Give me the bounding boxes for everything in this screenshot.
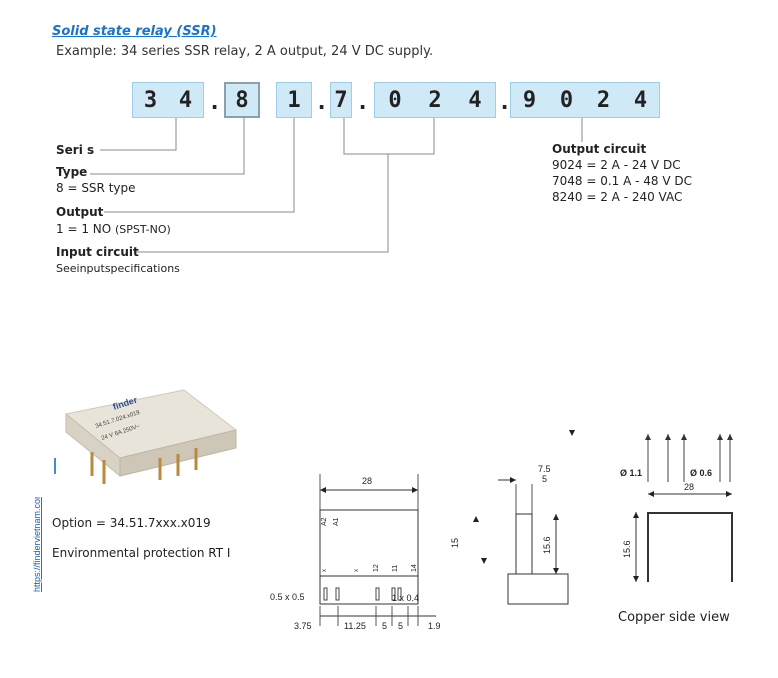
- series-label: Seri s: [56, 143, 95, 157]
- code-digit: 4: [633, 87, 648, 113]
- code-digit: 4: [178, 87, 193, 113]
- output-circuit-row: 9024 = 2 A - 24 V DC: [552, 158, 681, 172]
- section-title[interactable]: Solid state relay (SSR): [52, 24, 217, 39]
- code-input-box-2: 0 2 4: [374, 82, 496, 118]
- pin-14: 14: [411, 564, 418, 572]
- dim-1-9: 1.9: [428, 621, 441, 631]
- output-value-main: 1 = 1 NO: [56, 222, 116, 236]
- code-digit: 2: [596, 87, 611, 113]
- code-dot: .: [498, 90, 512, 115]
- type-label: Type: [56, 165, 88, 179]
- copper-dim-28: 28: [684, 482, 694, 492]
- type-value: 8 = SSR type: [56, 181, 136, 195]
- side-dim-15-6: 15.6: [542, 536, 552, 554]
- output-label: Output: [56, 205, 104, 219]
- environment-text: Environmental protection RT I: [52, 546, 231, 560]
- output-value: 1 = 1 NO (SPST-NO): [56, 222, 171, 236]
- leader-lines: [90, 118, 583, 253]
- code-digit: 4: [468, 87, 482, 113]
- pin-a1: A1: [333, 517, 340, 526]
- dim-5b: 5: [398, 621, 403, 631]
- pin-a2: A2: [321, 517, 328, 526]
- copper-dim-1-1: Ø 1.1: [620, 468, 642, 478]
- input-circuit-value: Seeinputspecifications: [56, 262, 180, 275]
- pin-12: 12: [373, 564, 380, 572]
- pin-x: x: [322, 569, 328, 572]
- code-type-box: 8: [224, 82, 260, 118]
- pin-11: 11: [392, 565, 399, 572]
- code-digit: 3: [143, 87, 158, 113]
- side-dim-5: 5: [542, 474, 547, 484]
- code-output-box: 1: [276, 82, 312, 118]
- code-digit: 2: [428, 87, 442, 113]
- side-url-link[interactable]: https://findervietnam.com: [30, 497, 44, 592]
- dimension-drawing: 28 A2 A1 12 11 14 x x 0.5 x 0.5 1 x 0.4 …: [270, 430, 733, 631]
- code-digit: 0: [559, 87, 574, 113]
- code-dot: .: [356, 90, 370, 115]
- code-output-circuit-box: 9 0 2 4: [510, 82, 660, 118]
- dim-5a: 5: [382, 621, 387, 631]
- copper-dim-0-6: Ø 0.6: [690, 468, 712, 478]
- output-circuit-row: 8240 = 2 A - 240 VAC: [552, 190, 683, 204]
- relay-photo: finder 34.51.7.024.x019 24 V 6A 250V~: [52, 372, 238, 500]
- pin-dim-05: 0.5 x 0.5: [270, 592, 305, 602]
- side-dim-7-5: 7.5: [538, 464, 551, 474]
- side-dim-15: 15: [450, 538, 460, 548]
- copper-dim-15-6: 15.6: [622, 540, 632, 558]
- code-digit: 7: [334, 87, 348, 113]
- dim-3-75: 3.75: [294, 621, 312, 631]
- dim-28: 28: [362, 476, 372, 486]
- code-digit: 1: [287, 87, 301, 113]
- code-digit: 0: [388, 87, 402, 113]
- code-series-box: 3 4: [132, 82, 204, 118]
- example-text: Example: 34 series SSR relay, 2 A output…: [56, 44, 434, 59]
- output-value-paren: (SPST-NO): [115, 223, 171, 236]
- output-circuit-row: 7048 = 0.1 A - 48 V DC: [552, 174, 693, 188]
- code-input-box-1: 7: [330, 82, 352, 118]
- input-circuit-label: Input circuit: [56, 245, 139, 259]
- side-url-text: https://findervietnam.com: [32, 497, 42, 592]
- dim-11-25: 11.25: [344, 621, 366, 631]
- code-dot: .: [208, 90, 222, 115]
- pin-dim-1x04: 1 x 0.4: [392, 593, 419, 603]
- option-text: Option = 34.51.7xxx.x019: [52, 516, 211, 530]
- copper-side-caption: Copper side view: [618, 610, 730, 625]
- code-dot: .: [315, 90, 329, 115]
- pin-x: x: [354, 569, 360, 572]
- code-digit: 8: [235, 87, 249, 113]
- code-digit: 9: [522, 87, 537, 113]
- output-circuit-label: Output circuit: [552, 142, 647, 156]
